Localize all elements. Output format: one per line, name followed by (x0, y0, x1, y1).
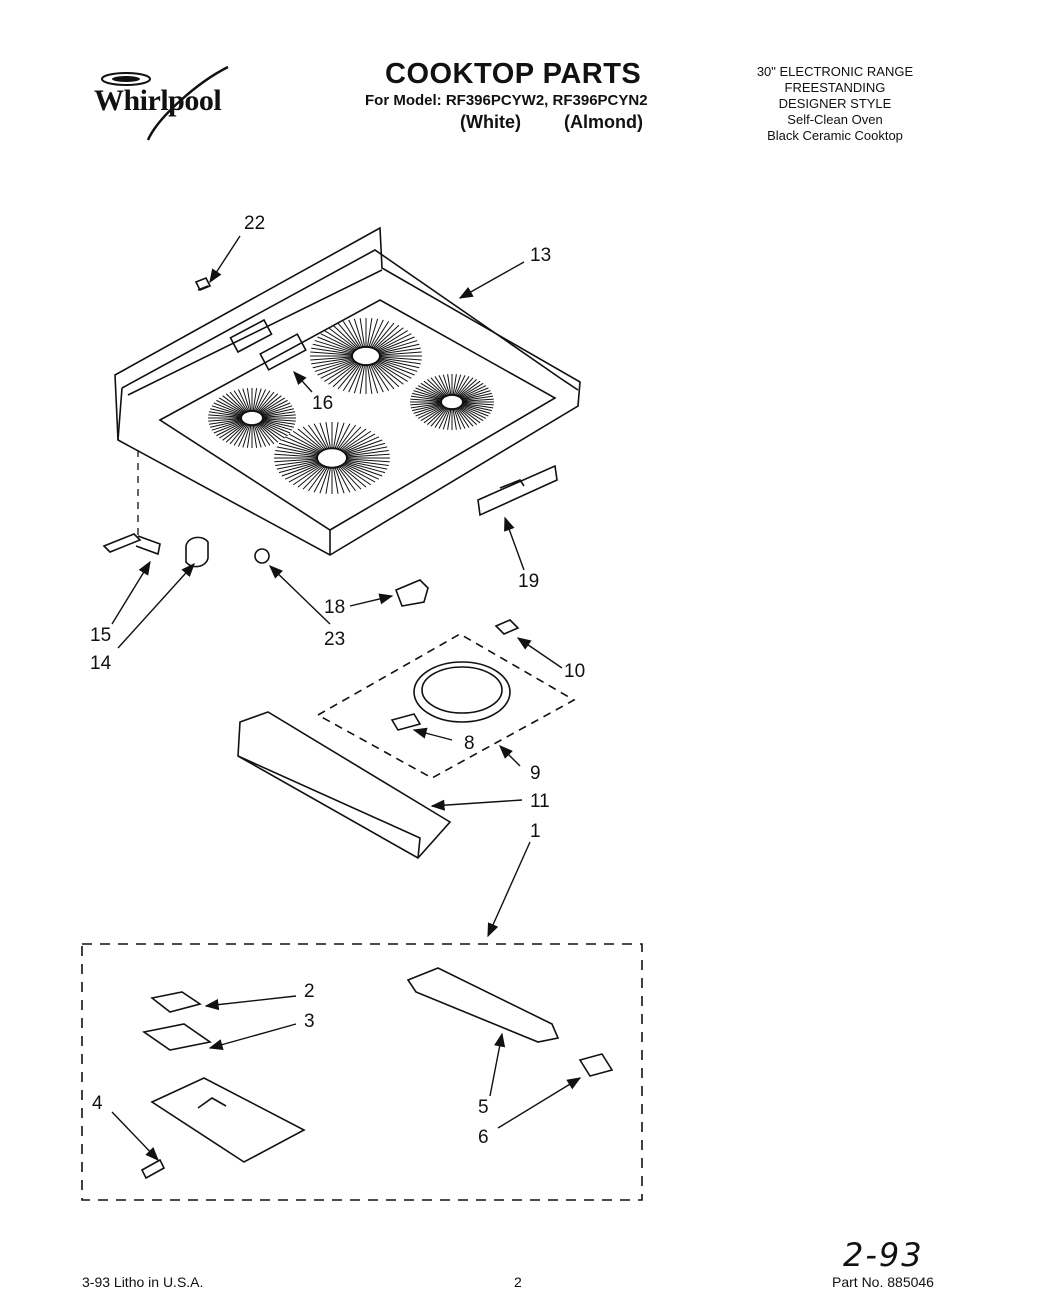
part-4-clip (140, 1158, 166, 1180)
part-11-support (237, 711, 452, 860)
callout-15: 15 (90, 625, 112, 646)
element-assembly-box (316, 633, 576, 779)
spec-line: Black Ceramic Cooktop (767, 128, 903, 143)
part-number: Part No. 885046 (832, 1274, 934, 1290)
brand-name: Whirlpool (94, 84, 222, 117)
part-23-clip (254, 548, 270, 564)
callout-13: 13 (530, 245, 552, 266)
callout-22: 22 (244, 213, 266, 234)
color-white: (White) (460, 112, 521, 132)
callout-2: 2 (304, 981, 315, 1002)
spec-block: 30" ELECTRONIC RANGE FREESTANDING DESIGN… (735, 64, 935, 144)
color-line: (White) (Almond) (460, 112, 665, 133)
burner-1 (310, 318, 422, 394)
part-2-switch (150, 991, 202, 1013)
callout-18: 18 (324, 597, 346, 618)
part-6-block (578, 1053, 614, 1077)
callout-5: 5 (478, 1097, 489, 1118)
part-19-bracket (477, 464, 558, 517)
callout-19: 19 (518, 571, 540, 592)
burner-3 (274, 422, 390, 494)
part-3-insulator (141, 1023, 213, 1051)
part-5-bar (406, 967, 560, 1043)
part-22-clip (194, 276, 212, 292)
callout-11: 11 (530, 791, 550, 812)
model-line: For Model: RF396PCYW2, RF396PCYN2 (365, 92, 648, 109)
whirlpool-logo: Whirlpool (88, 62, 258, 142)
part-15-terminal (102, 533, 161, 556)
callout-9: 9 (530, 763, 541, 784)
control-cutout (229, 318, 273, 354)
callout-14: 14 (90, 653, 112, 674)
part-10-clip (494, 619, 520, 635)
spec-line: Self-Clean Oven (787, 112, 883, 127)
spec-line: FREESTANDING (784, 80, 886, 95)
callout-23: 23 (324, 629, 346, 650)
page-number: 2 (514, 1274, 522, 1290)
callout-6: 6 (478, 1127, 489, 1148)
litho-note: 3-93 Litho in U.S.A. (82, 1274, 204, 1290)
part-18-switch (394, 579, 429, 607)
infinite-switch-16 (259, 333, 307, 371)
kit-box (81, 943, 643, 1201)
control-housing (150, 1077, 306, 1163)
burner-2 (208, 388, 296, 448)
callout-3: 3 (304, 1011, 315, 1032)
handwritten-date: 2-93 (843, 1236, 924, 1274)
cooktop-frame (114, 226, 581, 556)
callout-8: 8 (464, 733, 475, 754)
spec-line: 30" ELECTRONIC RANGE (756, 64, 914, 79)
callout-16: 16 (312, 393, 334, 414)
spec-line: DESIGNER STYLE (778, 96, 892, 111)
page-title: COOKTOP PARTS (385, 58, 642, 90)
radiant-element (413, 661, 511, 723)
part-8-limiter (390, 713, 422, 731)
burner-4 (410, 374, 494, 430)
callout-10: 10 (564, 661, 586, 682)
part-14-cap (185, 536, 209, 568)
callout-4: 4 (92, 1093, 103, 1114)
callout-1: 1 (530, 821, 541, 842)
color-almond: (Almond) (564, 112, 643, 132)
